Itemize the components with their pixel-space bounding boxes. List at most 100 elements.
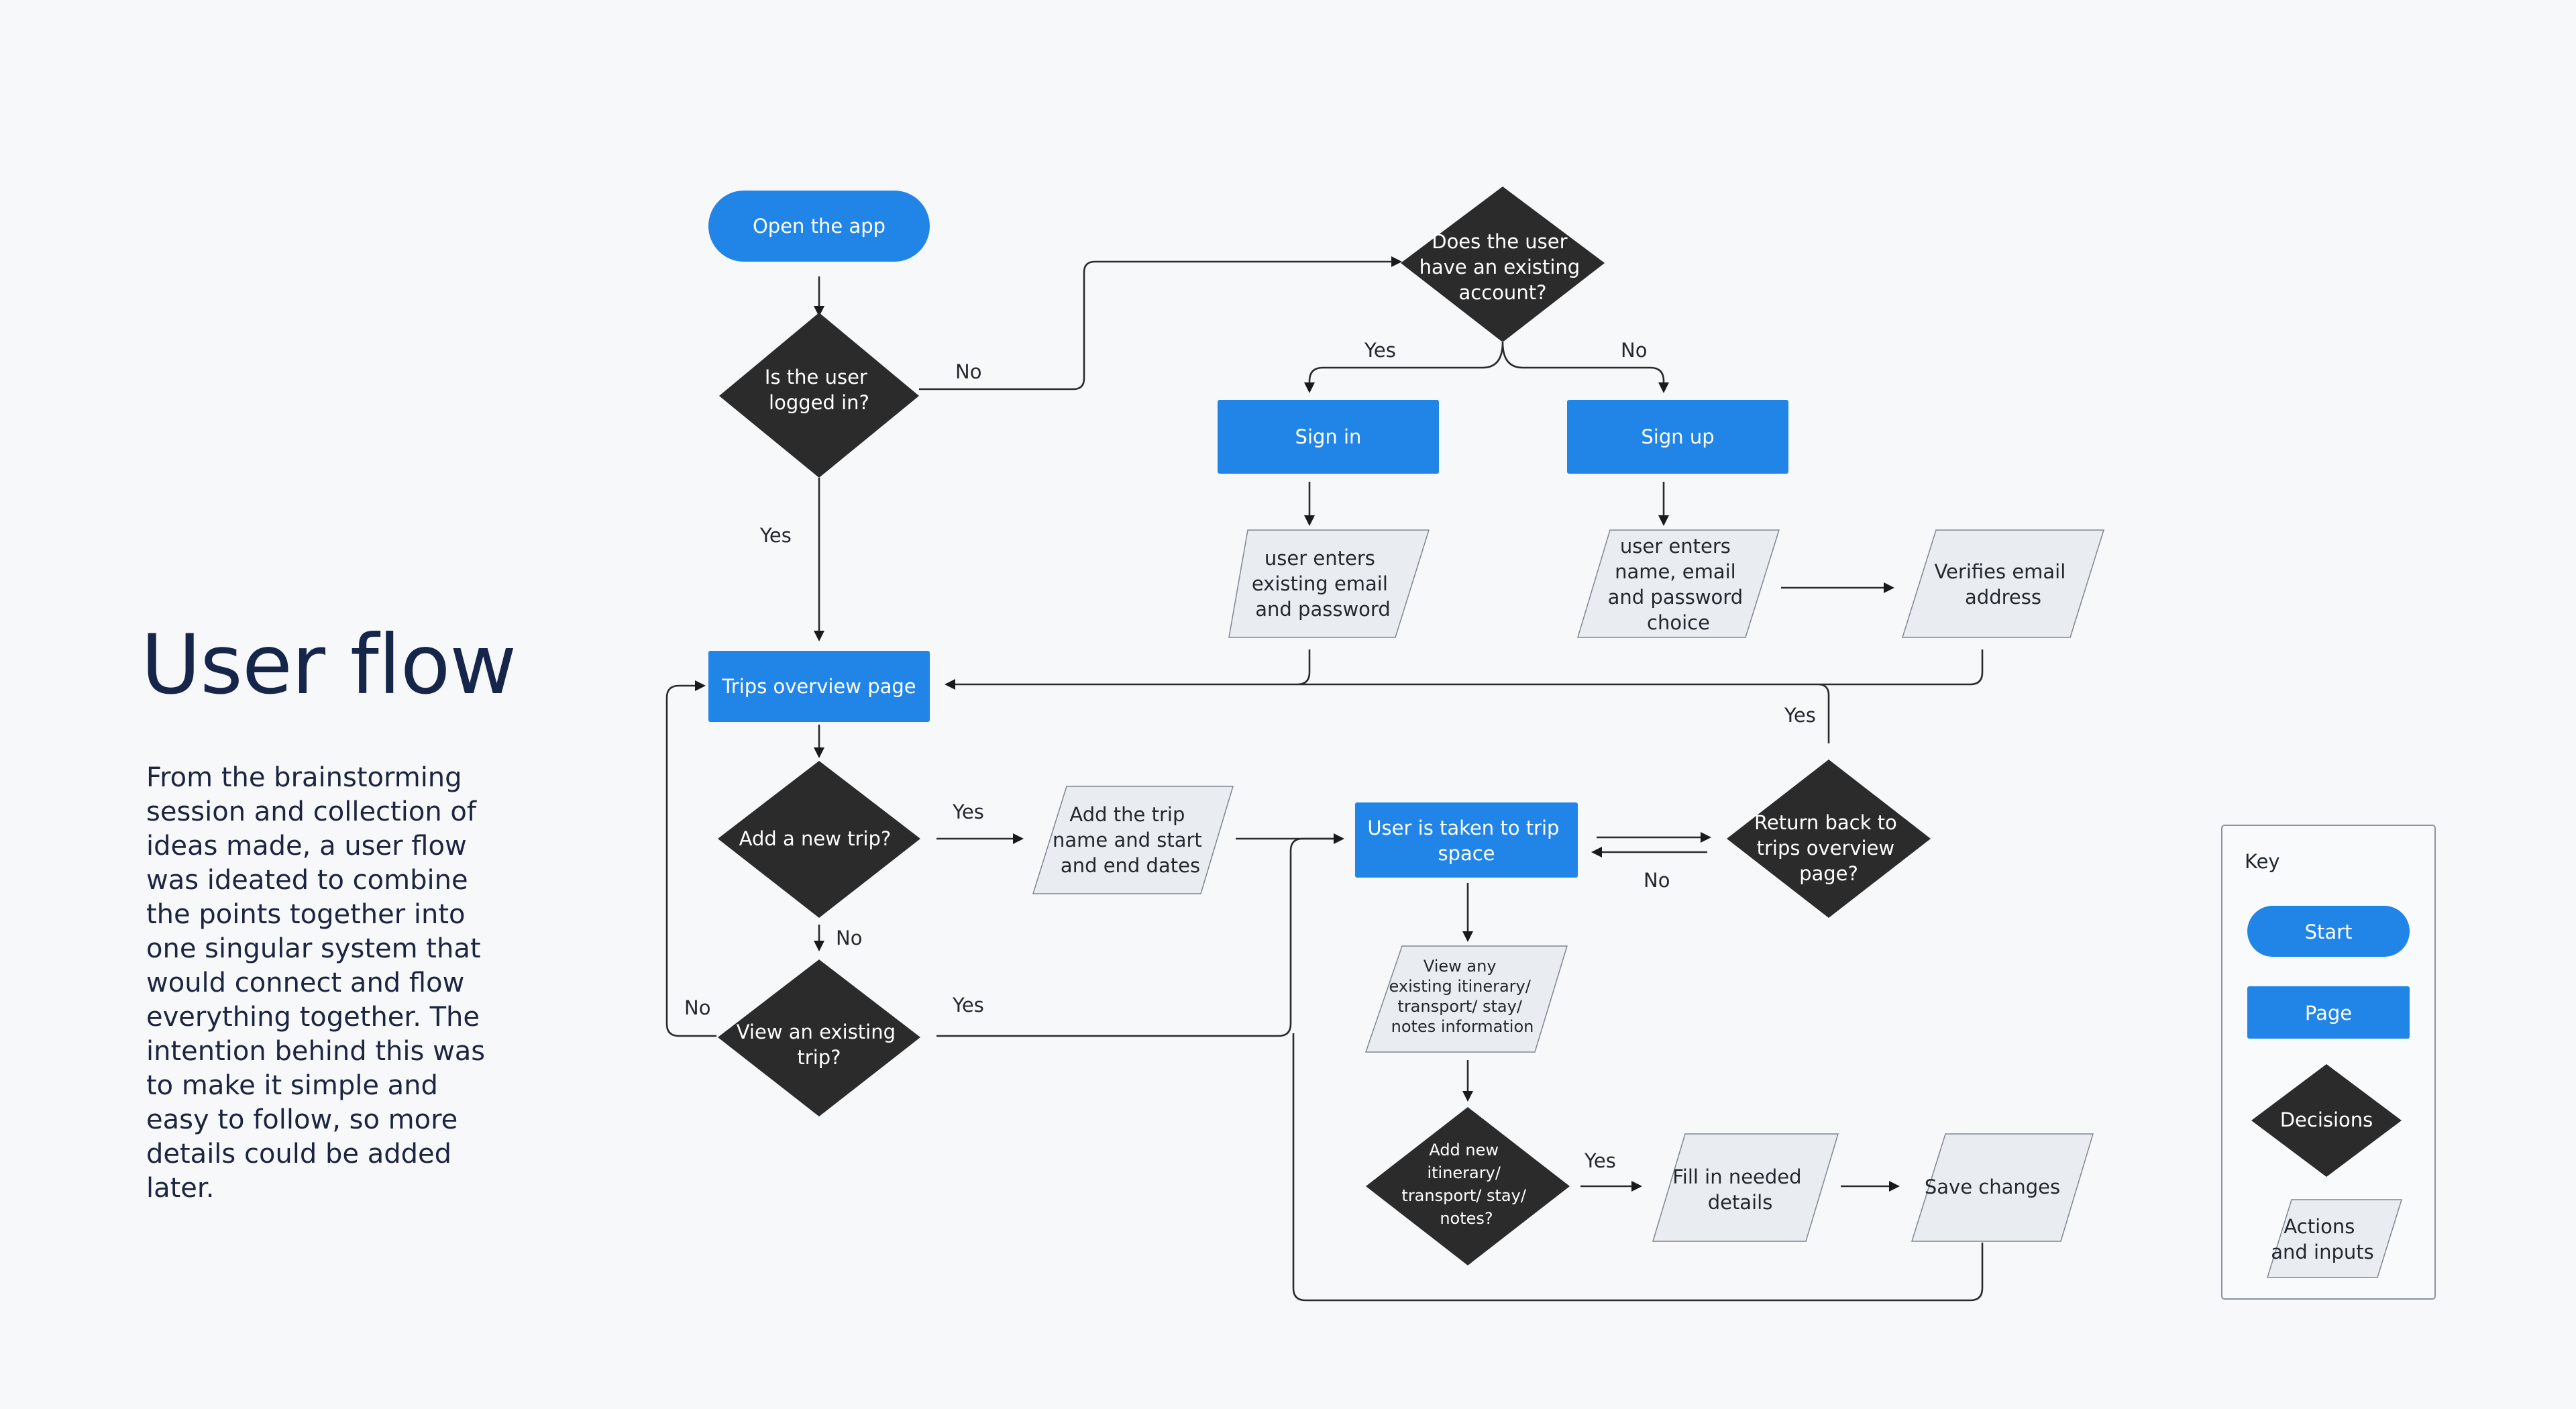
page-shape [708, 651, 930, 722]
node-label: Does the user have an existing account? [1419, 230, 1587, 304]
node-verify-email: Verifies email address [1901, 529, 2105, 638]
node-label: user enters existing email and password [1252, 547, 1394, 621]
page-shape [1355, 802, 1578, 878]
arrowhead [1658, 382, 1669, 393]
node-sign-in: Sign in [1218, 400, 1439, 474]
edge-label-add-yes: Yes [952, 800, 984, 823]
arrowhead [1391, 256, 1402, 267]
page-shape [1218, 400, 1439, 474]
decision-shape [718, 959, 920, 1116]
node-label: Fill in needed details [1672, 1165, 1808, 1214]
decision-shape [1401, 187, 1605, 342]
arrowhead [814, 631, 824, 641]
decision-shape [1727, 760, 1931, 918]
node-trips-overview: Trips overview page [708, 651, 930, 722]
arrowhead [1701, 832, 1711, 843]
edge-label-logged-no: No [955, 360, 981, 383]
node-label: Is the user logged in? [765, 366, 873, 414]
edge-label-account-no: No [1621, 339, 1647, 362]
node-add-new-item: Add new itinerary/ transport/ stay/ note… [1366, 1107, 1570, 1265]
arrowhead [814, 306, 824, 317]
node-label: Add a new trip? [739, 827, 892, 850]
arrowhead [1304, 515, 1315, 526]
node-label: Trips overview page [721, 675, 916, 698]
legend-action-label: Actions and inputs [2271, 1215, 2373, 1263]
legend-title: Key [2245, 850, 2280, 873]
node-enter-email-password: user enters existing email and password [1228, 529, 1430, 638]
edge-label-add-no: No [836, 927, 862, 949]
node-label: User is taken to trip space [1367, 817, 1565, 865]
edge-label-account-yes: Yes [1364, 339, 1396, 362]
action-shape [1032, 786, 1234, 894]
page-shape [1567, 400, 1788, 474]
decision-shape [1366, 1107, 1570, 1265]
page-title: User flow [141, 617, 517, 713]
arrowhead [945, 679, 955, 690]
edge-label-view-no: No [684, 996, 710, 1019]
connector-logged-no [919, 260, 1392, 390]
arrowhead [1462, 1091, 1473, 1102]
connector-save-loop [1292, 1033, 1984, 1302]
legend-page-shape [2247, 986, 2410, 1039]
connector-view-yes [936, 837, 1339, 1037]
arrowhead [814, 747, 824, 758]
node-view-trip: View an existing trip? [718, 959, 920, 1116]
node-sign-up: Sign up [1567, 400, 1788, 474]
arrowhead [695, 680, 706, 691]
edge-label-return-yes: Yes [1784, 704, 1816, 727]
arrowhead [1884, 582, 1894, 593]
node-fill-details: Fill in needed details [1652, 1133, 1839, 1242]
node-label: Return back to trips overview page? [1754, 811, 1903, 885]
node-return-overview: Return back to trips overview page? [1727, 760, 1931, 918]
action-shape [1652, 1133, 1839, 1242]
node-add-trip-details: Add the trip name and start and end date… [1032, 786, 1234, 894]
action-shape [1228, 529, 1430, 638]
node-label: Sign in [1295, 425, 1362, 448]
arrowhead [814, 941, 824, 951]
legend-page-label: Page [2305, 1002, 2352, 1025]
node-label: Open the app [753, 215, 885, 238]
legend-action-shape [2266, 1199, 2403, 1278]
action-shape [1901, 529, 2105, 638]
node-logged-in: Is the user logged in? [719, 313, 919, 478]
node-label: user enters name, email and password cho… [1608, 535, 1750, 634]
start-shape [708, 191, 930, 262]
edge-label-return-no: No [1644, 869, 1670, 892]
arrowhead [1304, 382, 1315, 393]
node-label: View any existing itinerary/ transport/ … [1389, 957, 1536, 1036]
node-enter-signup: user enters name, email and password cho… [1576, 529, 1780, 638]
edge-label-view-yes: Yes [952, 994, 984, 1016]
edge-label-logged-yes: Yes [759, 524, 792, 547]
arrowhead [1462, 931, 1473, 942]
action-shape [1576, 529, 1780, 638]
arrowhead [1631, 1181, 1642, 1192]
node-trip-space: User is taken to trip space [1355, 802, 1578, 878]
node-add-trip: Add a new trip? [718, 761, 920, 918]
legend-start-label: Start [2305, 921, 2353, 943]
node-open-app: Open the app [708, 191, 930, 262]
node-label: Save changes [1925, 1176, 2060, 1198]
legend: Key Start Page Decisions Actions and inp… [2221, 825, 2436, 1300]
connectors [665, 256, 1984, 1302]
connector-return-overview [954, 649, 1984, 743]
decision-shape [719, 313, 919, 478]
node-label: View an existing trip? [737, 1021, 902, 1069]
description-text: From the brainstorming session and colle… [146, 762, 486, 1204]
arrowhead [1889, 1181, 1900, 1192]
connector-view-no [665, 684, 716, 1037]
action-shape [1911, 1133, 2094, 1242]
node-label: Add the trip name and start and end date… [1053, 803, 1208, 877]
arrowhead [1591, 847, 1602, 857]
node-label: Sign up [1641, 425, 1714, 448]
arrowhead [1658, 515, 1669, 526]
node-label: Verifies email address [1934, 560, 2072, 609]
legend-start-shape [2247, 906, 2410, 957]
intro-panel: User flow From the brainstorming session… [141, 624, 517, 1206]
connector-account-split [1308, 342, 1665, 390]
node-save-changes: Save changes [1911, 1133, 2094, 1242]
edge-label-add-item-yes: Yes [1584, 1149, 1616, 1172]
node-view-info: View any existing itinerary/ transport/ … [1364, 945, 1568, 1053]
legend-decision-label: Decisions [2280, 1108, 2373, 1131]
arrowhead [1334, 833, 1344, 844]
legend-decision-shape [2251, 1064, 2402, 1177]
